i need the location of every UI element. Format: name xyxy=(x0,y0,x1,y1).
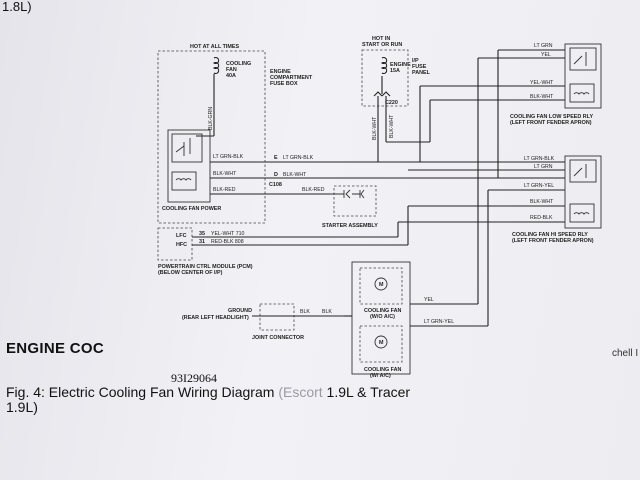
pcm-location: (BELOW CENTER OF I/P) xyxy=(158,270,223,276)
wire-e-label: LT GRN-BLK xyxy=(283,155,314,161)
cooling-fan-hi-speed-relay: LT GRN-BLK LT GRN LT GRN-YEL BLK-WHT RED… xyxy=(512,155,602,244)
engine-box-label-3: FUSE BOX xyxy=(270,81,298,87)
top-text-fragment: 1.8L) xyxy=(2,0,32,14)
ip-fuse-panel: HOT IN START OR RUN ENGINE 15A I/P FUSE … xyxy=(361,36,431,162)
relay-trunk-wires xyxy=(398,49,565,326)
low-speed-relay-location: (LEFT FRONT FENDER APRON) xyxy=(510,120,592,126)
engine-fuse-symbol xyxy=(381,56,388,75)
hi-lt-grn-label: LT GRN xyxy=(534,164,553,170)
motor-symbol-1: M xyxy=(379,282,384,288)
hot-at-all-times-label: HOT AT ALL TIMES xyxy=(190,44,240,50)
blk-wht-vertical-label-2: BLK-WHT xyxy=(389,114,395,138)
hi-lt-grn-yel-label: LT GRN-YEL xyxy=(524,183,554,189)
hi-speed-relay-location: (LEFT FRONT FENDER APRON) xyxy=(512,238,594,244)
cooling-fan-power-relay: COOLING FAN POWER LT GRN-BLK BLK-WHT BLK… xyxy=(162,129,244,212)
lfc-label: LFC xyxy=(176,233,187,239)
figure-caption-line-1: Fig. 4: Electric Cooling Fan Wiring Diag… xyxy=(6,384,410,400)
wire-35-label: YEL-WHT 710 xyxy=(211,231,244,237)
caption-part-c: 1.9L & Tracer xyxy=(322,384,411,400)
engine-fuse-rating: 15A xyxy=(390,68,400,74)
engine-box-label-2: COMPARTMENT xyxy=(270,75,313,81)
powertrain-control-module: LFC HFC 35 31 YEL-WHT 710 RED-BLK 808 PO… xyxy=(157,206,409,276)
figure-number: 93I29064 xyxy=(171,371,217,385)
engine-box-label: ENGINE xyxy=(270,69,291,75)
joint-connector-label: JOINT CONNECTOR xyxy=(252,335,304,341)
blk-grn-wire-label: BLK-GRN xyxy=(208,107,214,130)
wire-31-label: RED-BLK 808 xyxy=(211,239,244,245)
low-blk-wht-label: BLK-WHT xyxy=(530,94,554,100)
power-lt-grn-blk-label: LT GRN-BLK xyxy=(213,154,244,160)
pin-d-label: D xyxy=(274,172,278,178)
pin-31-label: 31 xyxy=(199,239,205,245)
ip-fuse-panel-label: I/P xyxy=(412,58,419,64)
figure-caption-line-2: 1.9L) xyxy=(6,399,38,415)
hfc-label: HFC xyxy=(176,242,187,248)
hot-in-start-run-label: HOT IN xyxy=(372,36,390,42)
pin-35-label: 35 xyxy=(199,231,205,237)
cooling-fan-low-speed-relay: LT GRN YEL YEL-WHT BLK-WHT COOLING FAN L… xyxy=(510,43,602,126)
hi-speed-relay-label: COOLING FAN HI SPEED RLY xyxy=(512,232,588,238)
caption-part-b: (Escort xyxy=(278,384,323,400)
cooling-fan-fuse-symbol xyxy=(213,56,220,75)
hi-lt-grn-blk-label: LT GRN-BLK xyxy=(524,156,555,162)
low-speed-relay-label: COOLING FAN LOW SPEED RLY xyxy=(510,114,593,120)
cooling-fan-wo-ac-label: COOLING FAN xyxy=(364,308,402,314)
ground-joint-connector: GROUND (REAR LEFT HEADLIGHT) BLK BLK JOI… xyxy=(182,303,344,341)
caption-part-a: Fig. 4: Electric Cooling Fan Wiring Diag… xyxy=(6,384,279,400)
starter-assembly-label: STARTER ASSEMBLY xyxy=(322,223,378,229)
cooling-fan-wo-ac-sub: (W/O A/C) xyxy=(370,314,395,320)
hi-red-blk-label: RED-BLK xyxy=(530,215,553,221)
yel-wire-label: YEL xyxy=(424,297,434,303)
cooling-fan-power-label: COOLING FAN POWER xyxy=(162,206,221,212)
section-heading: ENGINE COC xyxy=(6,340,105,357)
hot-in-start-run-label-2: START OR RUN xyxy=(362,42,402,48)
engine-compartment-fuse-box: HOT AT ALL TIMES COOLING FAN 40A ENGINE … xyxy=(157,44,313,224)
pin-e-label: E xyxy=(274,155,278,161)
ground-label: GROUND xyxy=(228,308,252,314)
cooling-fan-w-ac-label: COOLING FAN xyxy=(364,367,402,373)
blk-wire-label-a: BLK xyxy=(300,309,310,315)
low-lt-grn-label: LT GRN xyxy=(534,43,553,49)
power-blk-wht-label: BLK-WHT xyxy=(213,171,237,177)
low-yel-label: YEL xyxy=(541,52,551,58)
blk-wht-vertical-label: BLK-WHT xyxy=(372,116,378,140)
wire-blk-red-label: BLK-RED xyxy=(302,187,325,193)
ip-fuse-panel-label-3: PANEL xyxy=(412,70,431,76)
cooling-fan-fuse-label: COOLING xyxy=(226,61,251,67)
right-text-fragment: chell I xyxy=(612,348,639,359)
power-relay-wires: E LT GRN-BLK D BLK-WHT C108 BLK-RED xyxy=(210,155,565,195)
ground-location: (REAR LEFT HEADLIGHT) xyxy=(182,315,249,321)
pcm-label: POWERTRAIN CTRL MODULE (PCM) xyxy=(158,264,253,270)
motor-symbol-2: M xyxy=(379,340,384,346)
power-blk-red-label: BLK-RED xyxy=(213,187,236,193)
c220-connector-label: C220 xyxy=(385,100,398,106)
low-yel-wht-label: YEL-WHT xyxy=(530,80,554,86)
lt-grn-yel-wire-label: LT GRN-YEL xyxy=(424,319,454,325)
blk-wire-label-b: BLK xyxy=(322,309,332,315)
cooling-fan-fuse-rating: 40A xyxy=(226,73,236,79)
engine-fuse-label: ENGINE xyxy=(390,62,411,68)
wire-d-label: BLK-WHT xyxy=(283,172,307,178)
cooling-fan-w-ac-sub: (W/ A/C) xyxy=(370,373,391,379)
c108-connector-label: C108 xyxy=(269,182,282,188)
ip-fuse-panel-label-2: FUSE xyxy=(412,64,427,70)
cooling-fan-motors: M COOLING FAN (W/O A/C) M COOLING FAN (W… xyxy=(344,261,488,379)
starter-assembly: STARTER ASSEMBLY xyxy=(322,185,378,229)
cooling-fan-fuse-label-2: FAN xyxy=(226,67,237,73)
hi-blk-wht-label: BLK-WHT xyxy=(530,199,554,205)
